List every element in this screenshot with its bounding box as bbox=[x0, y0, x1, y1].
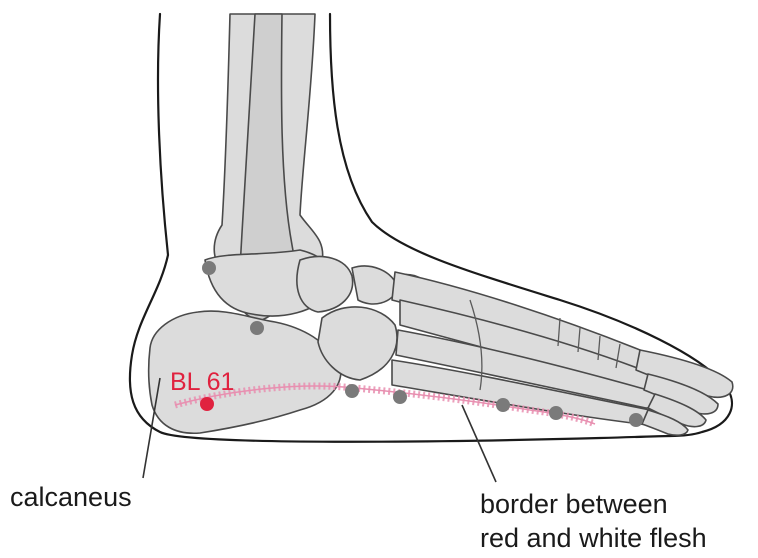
landmark-marker bbox=[496, 398, 510, 412]
border-label-line2: red and white flesh bbox=[480, 523, 707, 553]
bl61-label: BL 61 bbox=[170, 368, 234, 396]
border-label-line1: border between bbox=[480, 489, 668, 519]
landmark-marker bbox=[202, 261, 216, 275]
landmark-marker bbox=[345, 384, 359, 398]
calcaneus-label: calcaneus bbox=[10, 482, 132, 512]
border-leader bbox=[462, 405, 496, 482]
navicular bbox=[297, 257, 353, 312]
landmark-marker bbox=[549, 406, 563, 420]
bl61-point bbox=[200, 397, 214, 411]
cuneiform-1 bbox=[352, 266, 398, 304]
landmark-marker bbox=[629, 413, 643, 427]
landmark-marker bbox=[250, 321, 264, 335]
landmark-marker bbox=[393, 390, 407, 404]
